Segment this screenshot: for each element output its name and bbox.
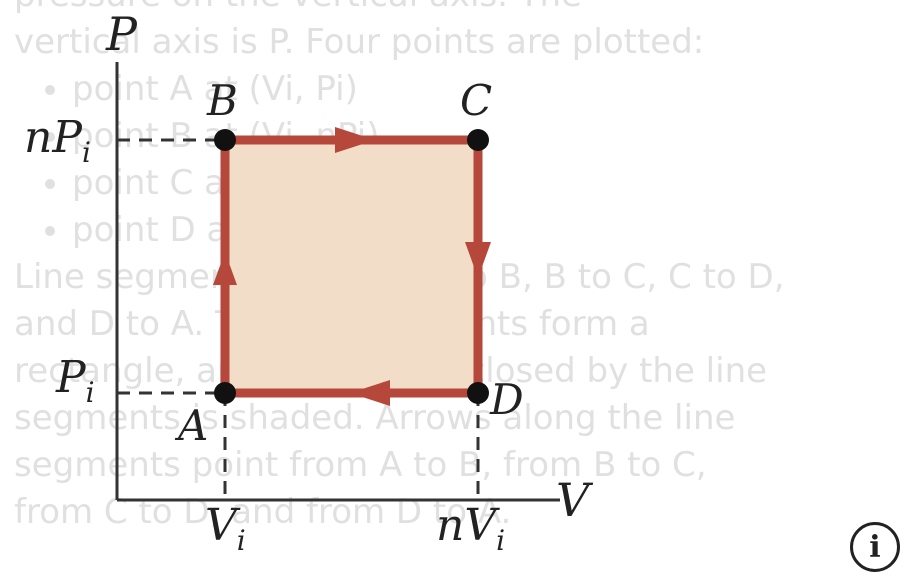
arrow-up-icon bbox=[213, 252, 237, 285]
arrow-down-icon bbox=[465, 242, 491, 278]
alt-line: segments is shaded. Arrows along the lin… bbox=[14, 398, 736, 438]
tick-pi: Pi bbox=[55, 352, 95, 409]
alt-line: vertical axis is P. Four points are plot… bbox=[14, 22, 705, 62]
point-d bbox=[467, 382, 489, 404]
v-axis-label: V bbox=[556, 473, 594, 527]
point-b-label: B bbox=[206, 76, 238, 125]
point-b bbox=[214, 129, 236, 151]
p-axis-label: P bbox=[105, 7, 138, 61]
direction-arrows bbox=[213, 127, 491, 406]
point-c bbox=[467, 129, 489, 151]
point-d-label: D bbox=[489, 375, 524, 424]
alt-line: segments point from A to B, from B to C, bbox=[14, 445, 707, 485]
tick-vi: Vi bbox=[205, 500, 246, 557]
point-a-label: A bbox=[174, 401, 208, 450]
arrow-left-icon bbox=[350, 380, 390, 406]
tick-npi: nPi bbox=[24, 112, 91, 169]
point-a bbox=[214, 382, 236, 404]
point-c-label: C bbox=[460, 76, 492, 125]
enclosed-area bbox=[225, 140, 478, 393]
tick-nvi: nVi bbox=[436, 500, 505, 557]
arrow-right-icon bbox=[335, 127, 375, 153]
info-icon[interactable]: i bbox=[850, 522, 900, 572]
alt-line: pressure on the vertical axis. The bbox=[14, 0, 914, 19]
dashed-guides bbox=[117, 138, 480, 500]
alt-bullet: point A at (Vi, Pi) bbox=[72, 66, 914, 113]
state-points bbox=[214, 129, 489, 404]
